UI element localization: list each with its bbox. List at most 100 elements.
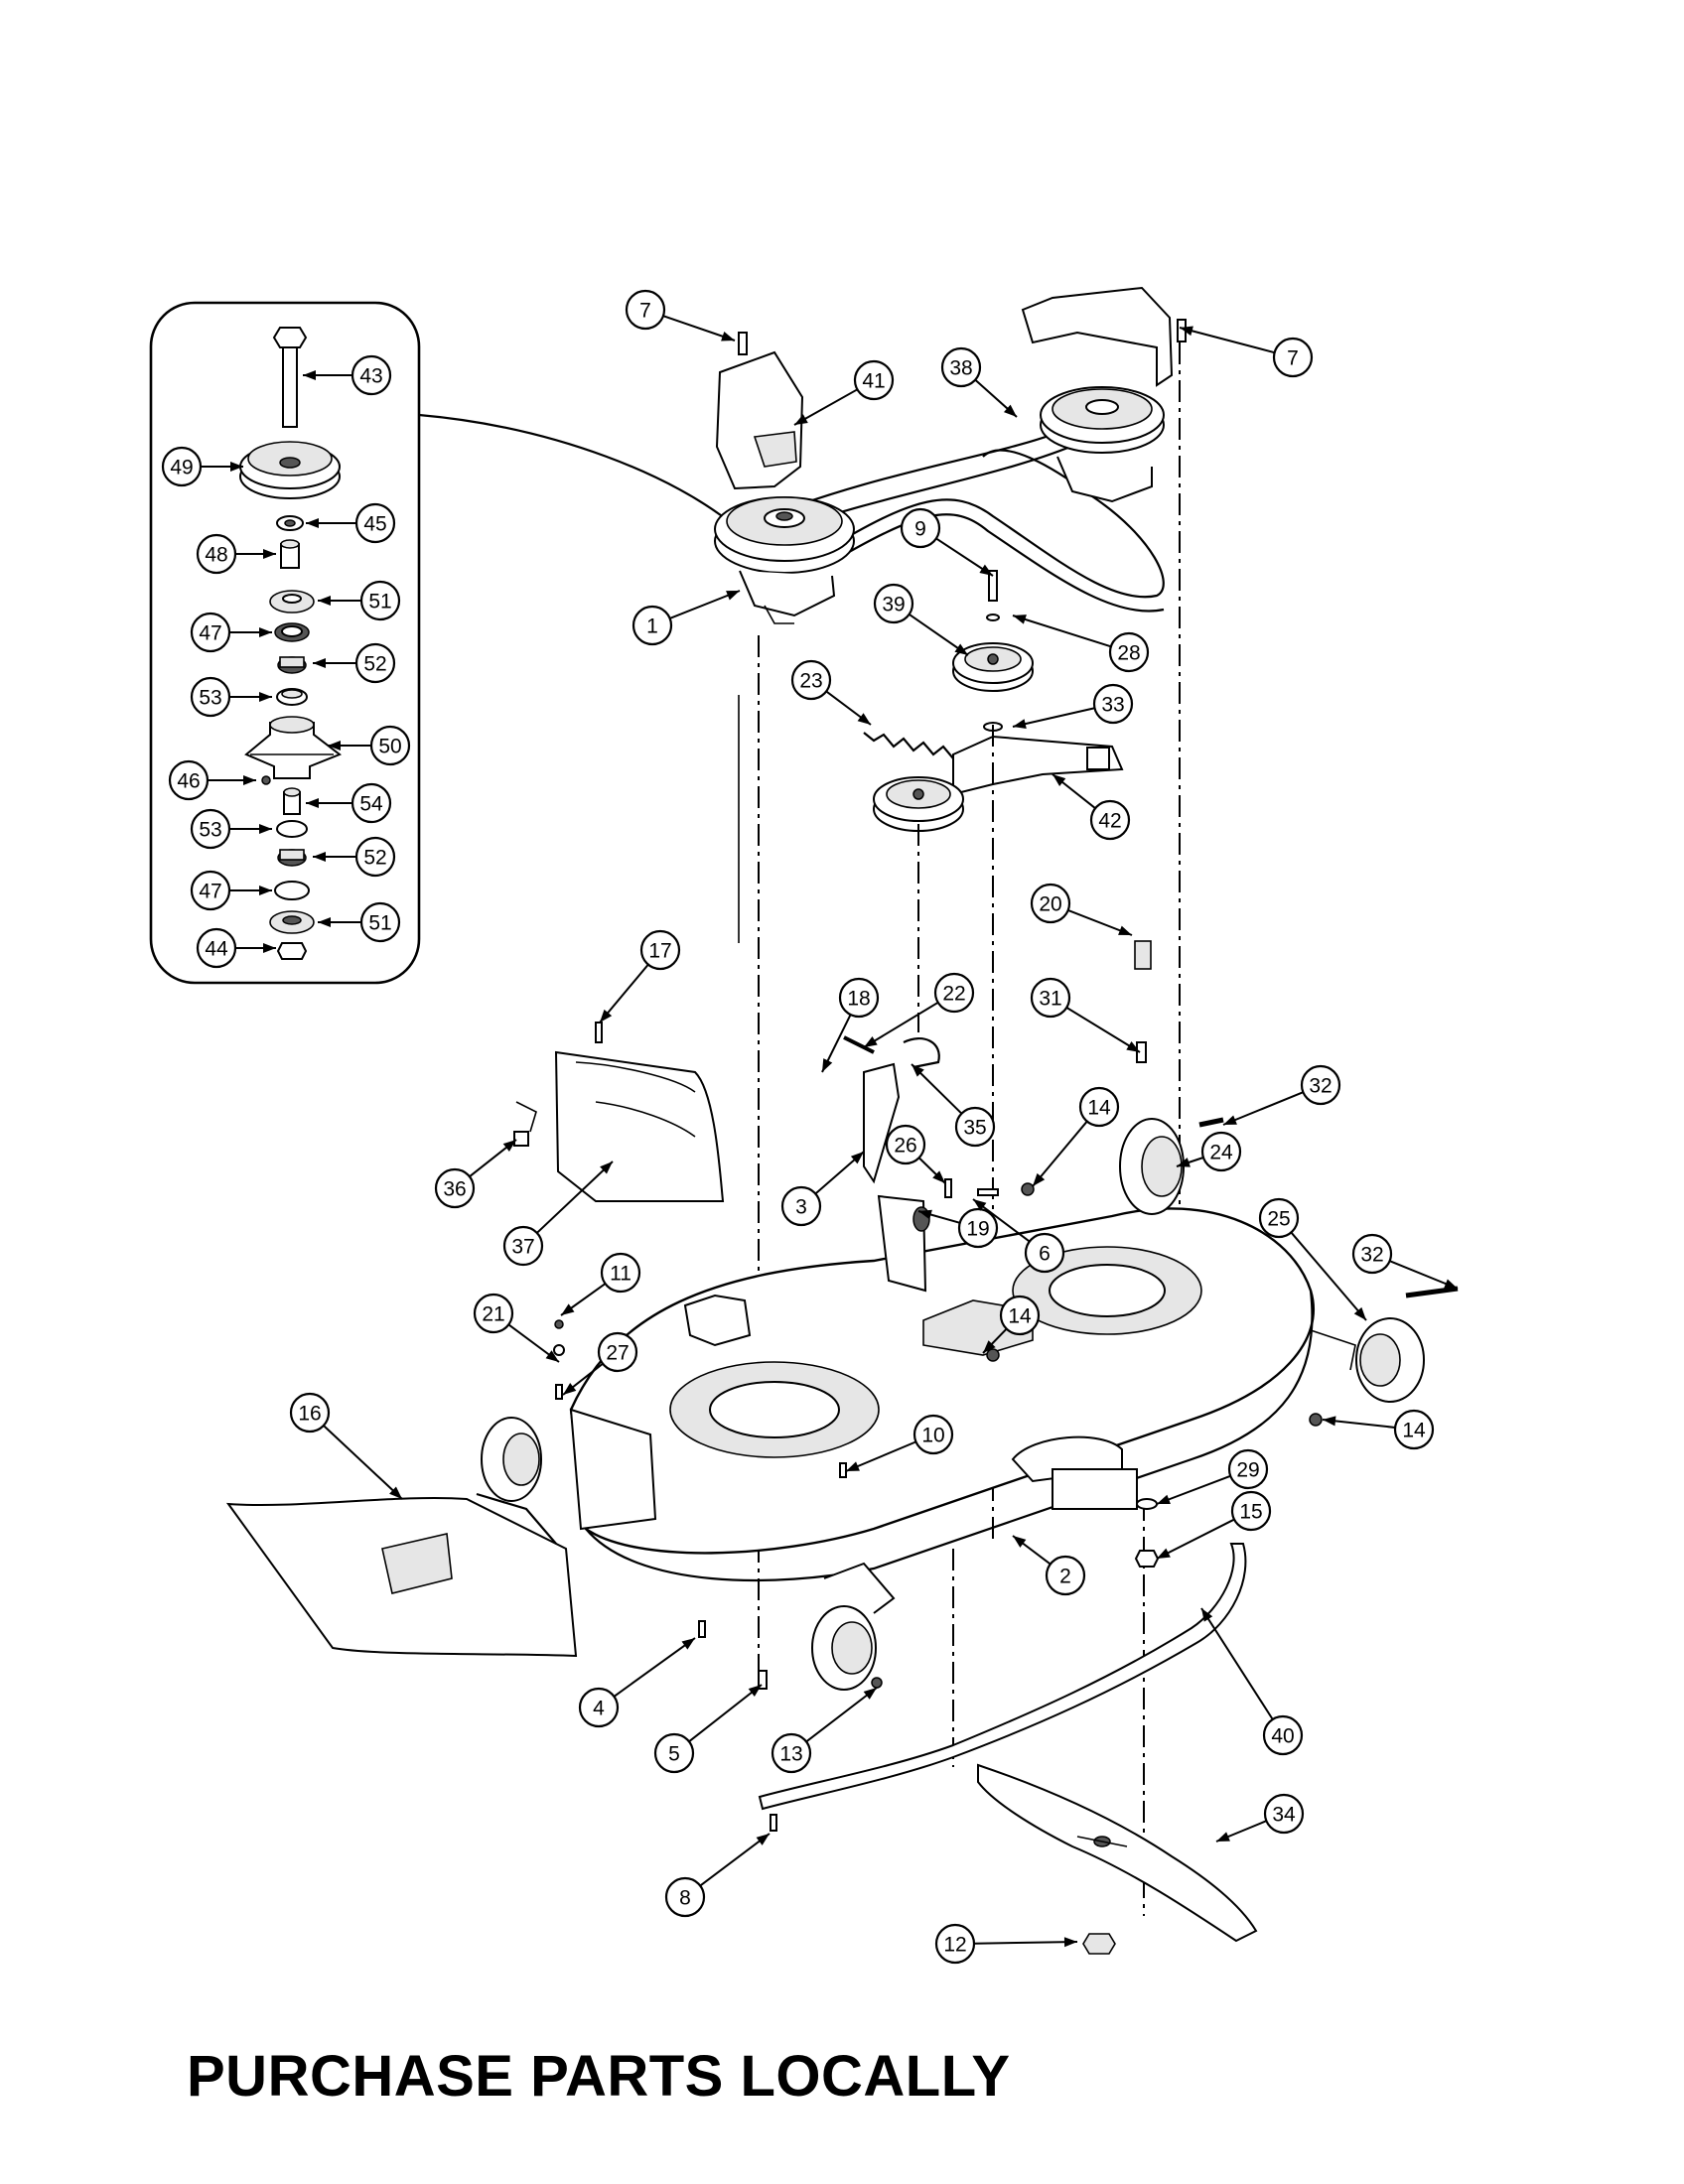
callout-arrowhead [306,518,319,528]
callout-arrowhead [318,917,331,927]
callout-leader [1222,1091,1304,1126]
callout-leader [1032,1120,1088,1187]
callout-leader [688,1684,763,1743]
callout-circle [933,972,975,1014]
callout-9: 9 [900,507,994,577]
callout-53: 53 [190,808,272,850]
callout-circle [1262,1714,1304,1756]
callout-circle [999,1295,1041,1336]
callout-number: 43 [359,365,382,388]
callout-25: 25 [1258,1197,1367,1321]
callout-circle [954,1106,996,1148]
callout-18: 18 [821,977,880,1073]
callout-circle [1227,1448,1269,1490]
callout-circle [502,1225,544,1267]
callout-arrowhead [756,1834,770,1845]
callout-number: 33 [1101,694,1124,717]
callout-46: 46 [168,759,256,801]
callout-arrowhead [1157,1548,1171,1559]
callout-circle [1108,631,1150,673]
callout-number: 24 [1209,1142,1233,1164]
callout-arrowhead [850,1152,864,1164]
callout-arrowhead [318,596,331,606]
callout-39: 39 [873,583,969,656]
callout-arrowhead [502,1140,516,1152]
callout-number: 8 [679,1887,691,1910]
callout-5: 5 [653,1684,763,1774]
callout-31: 31 [1030,977,1141,1053]
callout-4: 4 [578,1637,696,1728]
callout-number: 35 [963,1117,986,1140]
callout-26: 26 [885,1124,946,1184]
callout-48: 48 [196,533,276,575]
callout-27: 27 [562,1331,638,1396]
callout-number: 51 [368,591,391,614]
callout-circle [597,1331,638,1373]
callout-arrowhead [1063,1937,1077,1948]
callout-36: 36 [434,1139,517,1209]
callout-number: 40 [1271,1725,1294,1748]
callout-leader [613,1637,696,1698]
callout-number: 7 [1287,347,1299,370]
callout-leader [1012,707,1095,728]
callout-number: 45 [363,513,386,536]
callout-circle [351,782,392,824]
callout-number: 47 [199,622,221,645]
callout-34: 34 [1215,1793,1305,1843]
callout-arrowhead [1223,1115,1237,1125]
callout-circle [1272,337,1314,378]
callout-14: 14 [1322,1409,1435,1450]
callout-circle [1300,1064,1341,1106]
callout-circle [473,1293,514,1334]
callout-arrowhead [1013,614,1027,624]
callout-number: 15 [1239,1501,1262,1524]
callout-leader [1065,1007,1141,1053]
callout-circle [190,870,231,911]
callout-circle [190,676,231,718]
spindle-inset [149,301,736,985]
callout-circle [1258,1197,1300,1239]
callout-29: 29 [1156,1448,1269,1505]
callout-53: 53 [190,676,272,718]
callout-arrowhead [932,1170,945,1183]
callout-number: 6 [1039,1243,1051,1266]
callout-arrowhead [263,549,276,559]
callout-leader [536,1160,614,1234]
deck-housing [569,1207,1316,1582]
callout-35: 35 [911,1063,996,1148]
callout-circle [664,1876,706,1918]
callout-arrowhead [983,1340,996,1353]
callout-arrowhead [1216,1832,1230,1842]
callout-number: 50 [378,736,401,758]
belt-pulley-assembly [714,286,1187,832]
callout-arrowhead [1323,1416,1336,1427]
callout-circle [912,1414,954,1455]
callout-number: 39 [882,594,905,616]
callout-15: 15 [1156,1490,1272,1560]
callout-arrowhead [857,713,871,725]
callout-arrowhead [243,775,256,785]
callout-number: 17 [648,940,671,963]
callout-50: 50 [328,725,411,766]
callout-52: 52 [313,642,396,684]
callout-circle [625,289,666,331]
callout-arrowhead [328,741,341,751]
callout-leader [805,1687,878,1743]
callout-arrowhead [600,1009,613,1023]
callout-28: 28 [1012,614,1150,673]
callout-20: 20 [1030,883,1133,936]
callout-51: 51 [318,901,401,943]
callout-circle [934,1923,976,1965]
callout-41: 41 [793,359,895,426]
callout-circle [354,642,396,684]
callout-11: 11 [560,1252,641,1316]
callout-circle [1351,1233,1393,1275]
callout-arrowhead [973,1199,987,1211]
callout-arrowhead [822,1058,833,1072]
callout-circle [771,1732,812,1774]
callout-number: 32 [1360,1244,1383,1267]
callout-circle [885,1124,926,1165]
callout-arrowhead [1003,404,1017,417]
callout-arrowhead [846,1461,860,1471]
